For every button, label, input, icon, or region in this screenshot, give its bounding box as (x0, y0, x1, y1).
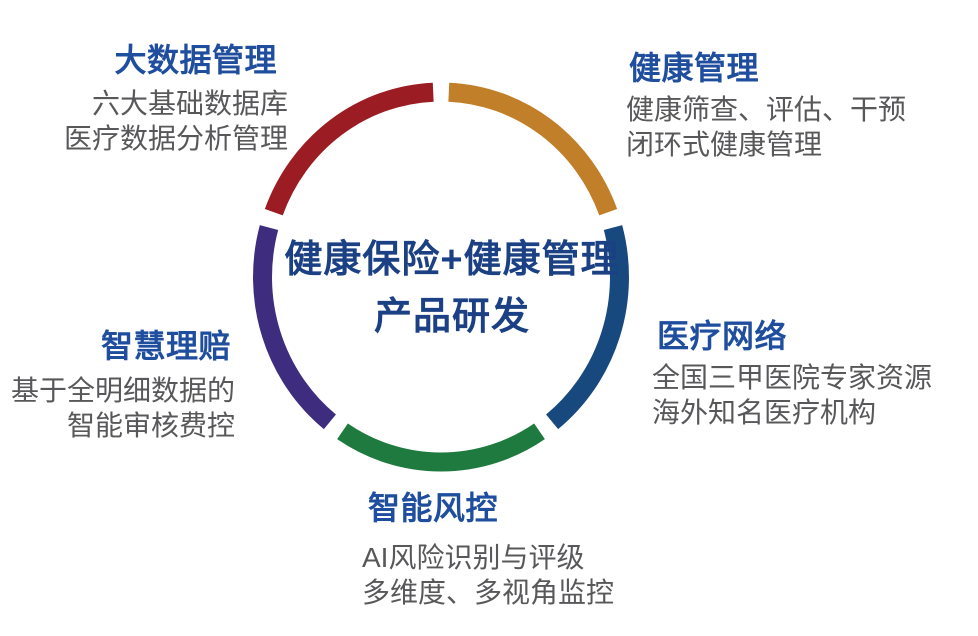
desc-line: 医疗数据分析管理 (63, 123, 288, 154)
ring-segment-medical-network (546, 225, 629, 430)
section-health-management: 健康管理 健康筛查、评估、干预 闭环式健康管理 (626, 50, 906, 162)
center-title-line1: 健康保险+健康管理 (284, 239, 620, 281)
section-smart-claims: 智慧理赔 基于全明细数据的 智能审核费控 (0, 328, 235, 443)
section-title-smart-risk-control: 智能风控 (368, 490, 499, 526)
section-title-big-data: 大数据管理 (114, 42, 277, 78)
desc-line: 多维度、多视角监控 (362, 577, 615, 608)
section-medical-network: 医疗网络 全国三甲医院专家资源 海外知名医疗机构 (652, 318, 932, 430)
desc-line: 海外知名医疗机构 (652, 397, 877, 428)
desc-line: AI风险识别与评级 (362, 542, 585, 573)
section-desc-medical-network: 全国三甲医院专家资源 海外知名医疗机构 (652, 360, 932, 430)
section-title-medical-network: 医疗网络 (657, 318, 788, 354)
ring-segment-smart-risk-control (337, 423, 545, 472)
desc-line: 健康筛查、评估、干预 (626, 94, 907, 125)
center-title-line2: 产品研发 (373, 296, 530, 338)
section-smart-risk-control: 智能风控 AI风险识别与评级 多维度、多视角监控 (362, 490, 614, 610)
desc-line: 基于全明细数据的 (10, 375, 235, 406)
ring-segment-health-management (448, 82, 618, 216)
section-desc-health-management: 健康筛查、评估、干预 闭环式健康管理 (626, 92, 906, 162)
desc-line: 智能审核费控 (66, 410, 235, 441)
section-desc-smart-claims: 基于全明细数据的 智能审核费控 (0, 373, 235, 443)
section-title-smart-claims: 智慧理赔 (100, 328, 231, 364)
section-big-data: 大数据管理 六大基础数据库 医疗数据分析管理 (0, 42, 288, 156)
section-desc-big-data: 六大基础数据库 医疗数据分析管理 (0, 86, 288, 156)
center-title: 健康保险+健康管理 产品研发 (252, 232, 652, 346)
desc-line: 闭环式健康管理 (626, 129, 823, 160)
ring-segment-big-data (264, 82, 434, 216)
section-title-health-management: 健康管理 (629, 50, 760, 86)
ring-segment-smart-claims (253, 225, 336, 430)
desc-line: 全国三甲医院专家资源 (652, 362, 933, 393)
desc-line: 六大基础数据库 (91, 88, 288, 119)
section-desc-smart-risk-control: AI风险识别与评级 多维度、多视角监控 (362, 540, 614, 610)
